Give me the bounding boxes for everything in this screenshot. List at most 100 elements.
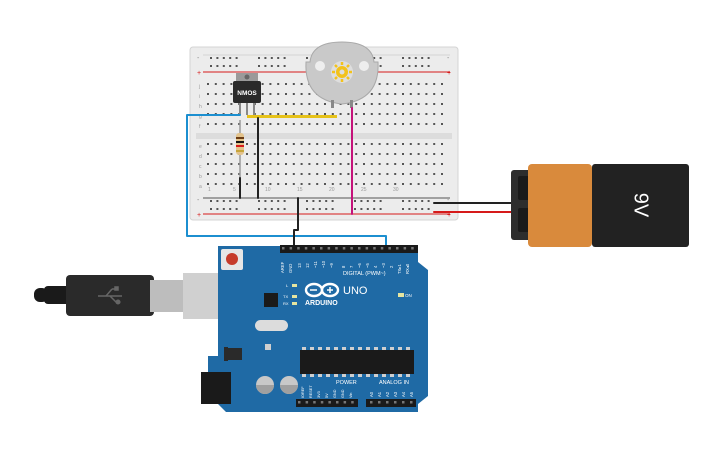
wires[interactable] [186,107,513,251]
svg-text:GND: GND [288,264,293,273]
breadboard-hole [378,103,381,105]
breadboard-hole [316,103,319,105]
svg-text:-: - [197,197,200,204]
breadboard-hole [308,123,311,125]
breadboard-hole [214,153,217,155]
header-pin [350,247,353,250]
svg-text:RX◂0: RX◂0 [405,263,410,274]
header-pin [378,401,381,404]
breadboard-hole [253,143,256,145]
breadboard-hole [235,65,238,67]
digital-label: DIGITAL (PWM~) [343,271,386,277]
breadboard-hole [269,173,272,175]
breadboard-hole [370,103,373,105]
breadboard-hole [394,153,397,155]
breadboard-hole [222,65,225,67]
breadboard-hole [258,65,260,67]
breadboard-hole [316,153,319,155]
breadboard-hole [379,208,382,210]
breadboard-hole [292,83,295,85]
digital-header[interactable] [280,245,418,253]
breadboard-hole [421,200,424,202]
breadboard-hole [409,93,412,95]
header-pin [297,247,300,250]
chip-pin [374,374,378,377]
header-pin [403,247,407,250]
breadboard-hole [277,143,280,145]
breadboard-hole [417,173,420,175]
breadboard-hole [214,163,217,165]
breadboard-hole [370,93,373,95]
breadboard-hole [425,163,428,165]
breadboard-hole [292,173,295,175]
breadboard-hole [386,153,389,155]
regulator [228,348,242,360]
svg-text:+: + [197,212,201,219]
breadboard-hole [261,113,264,115]
svg-text:A1: A1 [377,391,382,397]
breadboard-hole [402,123,404,125]
power-header[interactable] [296,399,358,407]
breadboard-hole [441,93,443,95]
breadboard-hole [316,123,319,125]
breadboard-hole [421,65,424,67]
breadboard-hole [441,143,443,145]
breadboard-hole [355,113,358,115]
breadboard-hole [261,153,264,155]
power-pin-labels: IOREF RESET 3V3 5V GND GND Vin [301,385,353,398]
breadboard-hole [379,65,382,67]
svg-text:TX: TX [283,294,288,299]
breadboard-hole [292,103,295,105]
arduino-uno-board[interactable]: AREF GND 13 12 ~11 ~10 ~9 8 7 ~6 ~5 4 ~3… [201,245,428,412]
header-pin [402,401,405,404]
breadboard-hole [370,123,373,125]
power-jack[interactable] [201,372,231,404]
breadboard-hole [366,208,369,210]
svg-text:+: + [197,70,201,77]
breadboard-hole [292,123,295,125]
breadboard-hole [355,173,358,175]
resistor[interactable] [236,120,244,178]
breadboard-hole [316,173,319,175]
breadboard-hole [347,103,350,105]
breadboard-hole [210,65,212,67]
breadboard-hole [378,163,381,165]
svg-text:~5: ~5 [365,263,370,268]
breadboard-hole [246,183,248,185]
reset-button[interactable] [221,249,243,270]
svg-text:GND: GND [341,389,345,398]
breadboard-hole [425,183,428,185]
breadboard-hole [308,163,311,165]
svg-text:-: - [197,55,200,62]
breadboard-hole [378,83,381,85]
arduino-brand: ARDUINO [305,300,338,307]
svg-text:f: f [199,124,201,130]
breadboard-hole [355,103,358,105]
yellow-jumper-strip[interactable] [247,115,337,118]
svg-text:A0: A0 [369,391,374,397]
breadboard-hole [425,83,428,85]
breadboard-hole [300,173,303,175]
breadboard-hole [210,200,212,202]
breadboard-hole [261,183,264,185]
status-leds: L TX RX [283,283,297,306]
breadboard-hole [306,200,308,202]
breadboard-hole [238,173,241,175]
breadboard-hole [270,57,273,59]
breadboard-hole [402,173,404,175]
breadboard-hole [324,163,326,165]
breadboard-hole [409,103,412,105]
breadboard-hole [331,173,334,175]
nmos-transistor[interactable]: NMOS [233,73,261,115]
breadboard-hole [222,200,225,202]
breadboard-hole [214,83,217,85]
battery-9v[interactable]: 9V [511,164,689,247]
breadboard-hole [269,103,272,105]
chip-pin [382,347,386,350]
analog-header[interactable] [366,399,416,407]
breadboard-hole [210,208,212,210]
usb-cable[interactable] [34,273,244,319]
dc-motor[interactable] [305,41,379,108]
breadboard-hole [402,208,404,210]
breadboard-hole [425,103,428,105]
